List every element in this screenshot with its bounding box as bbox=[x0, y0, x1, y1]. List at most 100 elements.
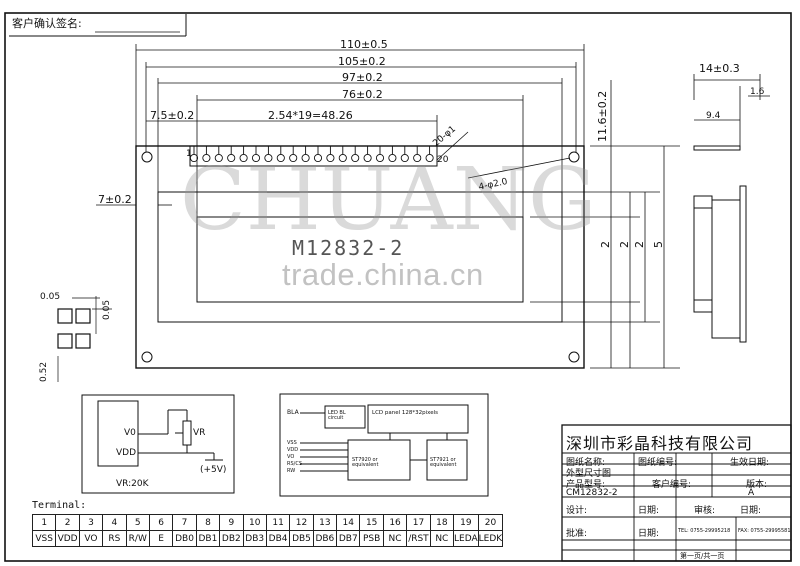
terminal-number-cell: 3 bbox=[78, 514, 104, 531]
terminal-name-cell: VO bbox=[78, 530, 104, 547]
terminal-number-cell: 20 bbox=[477, 514, 504, 531]
terminal-name-cell: R/W bbox=[125, 530, 150, 547]
circuit-vr: VR bbox=[193, 428, 206, 438]
customer-signature-label: 客户确认签名: bbox=[12, 17, 82, 30]
block-bla: BLA bbox=[287, 409, 299, 416]
dim-2b: 2 bbox=[618, 241, 631, 248]
terminal-name-cell: NC bbox=[429, 530, 455, 547]
fax: FAX: 0755-29995581 bbox=[738, 528, 791, 534]
approve-date-label: 日期: bbox=[638, 529, 660, 539]
company-name: 深圳市彩晶科技有限公司 bbox=[566, 434, 754, 453]
terminal-name-cell: /RST bbox=[406, 530, 431, 547]
terminal-name-cell: E bbox=[148, 530, 174, 547]
effective-date-label: 生效日期: bbox=[730, 458, 770, 468]
terminal-number-cell: 11 bbox=[265, 514, 291, 531]
terminal-name-cell: LEDK bbox=[477, 530, 504, 547]
pin-hole bbox=[189, 153, 199, 163]
circuit-vr-value: VR:20K bbox=[116, 479, 149, 489]
approve-label: 批准: bbox=[566, 529, 588, 539]
pin-row bbox=[189, 146, 434, 163]
pin-hole bbox=[239, 153, 248, 163]
pin-hole bbox=[276, 153, 285, 163]
pin-20-label: 20 bbox=[437, 155, 449, 165]
terminal-name-cell: DB3 bbox=[242, 530, 267, 547]
pixel-dim-0-05b: 0.05 bbox=[102, 299, 112, 320]
pin-hole bbox=[313, 153, 323, 163]
circuit-5v: (+5V) bbox=[200, 465, 227, 475]
lcd-display-text: M12832-2 bbox=[292, 236, 405, 260]
dim-97: 97±0.2 bbox=[342, 71, 383, 84]
page-info: 第一页/共一页 bbox=[680, 552, 725, 560]
pin-hole bbox=[338, 153, 347, 163]
terminal-number-cell: 6 bbox=[148, 514, 174, 531]
dim-76: 76±0.2 bbox=[342, 88, 383, 101]
vr-circuit bbox=[81, 394, 235, 494]
design-label: 设计: bbox=[566, 506, 588, 516]
dim-7-5: 7.5±0.2 bbox=[150, 109, 195, 122]
pin-hole bbox=[301, 153, 310, 163]
terminal-number-cell: 14 bbox=[336, 514, 361, 531]
pin-hole bbox=[363, 153, 372, 163]
tel: TEL: 0755-29995218 bbox=[678, 528, 731, 534]
terminal-name-cell: DB2 bbox=[219, 530, 244, 547]
dim-pitch: 2.54*19=48.26 bbox=[268, 109, 353, 122]
block-vdd: VDD bbox=[287, 447, 299, 453]
pin-hole bbox=[264, 153, 273, 163]
terminal-number-cell: 1 bbox=[31, 514, 57, 531]
side-view bbox=[693, 74, 770, 343]
dim-2a: 2 bbox=[599, 241, 612, 248]
terminal-number-cell: 12 bbox=[289, 514, 314, 531]
circuit-vdd: VDD bbox=[116, 448, 137, 458]
dim-7: 7±0.2 bbox=[98, 193, 132, 206]
terminal-number-cell: 18 bbox=[429, 514, 455, 531]
product-model-label: 产品型号: bbox=[566, 480, 606, 490]
pin-hole bbox=[326, 153, 335, 163]
drawing-name-label: 图纸名称: bbox=[566, 458, 606, 468]
terminal-title: Terminal: bbox=[32, 500, 87, 511]
dim-14: 14±0.3 bbox=[699, 62, 740, 75]
circuit-v0: V0 bbox=[124, 428, 136, 438]
terminal-name-cell: DB5 bbox=[289, 530, 314, 547]
pin-hole bbox=[289, 153, 298, 163]
block-diagram bbox=[279, 393, 489, 497]
terminal-name-cell: VDD bbox=[55, 530, 80, 547]
terminal-name-cell: DB4 bbox=[265, 530, 291, 547]
terminal-number-cell: 13 bbox=[312, 514, 338, 531]
dim-11-6: 11.6±0.2 bbox=[596, 90, 609, 142]
lcd-module-front-view bbox=[135, 145, 585, 369]
terminal-number-cell: 8 bbox=[195, 514, 221, 531]
terminal-number-cell: 19 bbox=[453, 514, 479, 531]
bg-watermark: CHUANG bbox=[180, 150, 597, 250]
pin-hole bbox=[351, 153, 360, 163]
pin-hole bbox=[388, 153, 397, 163]
terminal-name-cell: PSB bbox=[359, 530, 384, 547]
pin-hole bbox=[251, 153, 261, 163]
block-rw-e: RW bbox=[287, 468, 296, 474]
drawing-no-label: 图纸编号: bbox=[638, 458, 678, 468]
pin-hole bbox=[375, 153, 385, 163]
terminal-name-cell: DB0 bbox=[172, 530, 197, 547]
terminal-name-cell: DB1 bbox=[195, 530, 221, 547]
version-label: 版本: bbox=[746, 480, 768, 490]
terminal-number-cell: 5 bbox=[125, 514, 150, 531]
block-vss: VSS bbox=[287, 440, 297, 446]
terminal-number-cell: 4 bbox=[102, 514, 127, 531]
terminal-number-cell: 7 bbox=[172, 514, 197, 531]
product-model: CM12832-2 bbox=[566, 488, 618, 498]
terminal-name-cell: DB7 bbox=[336, 530, 361, 547]
pin-hole bbox=[227, 153, 236, 163]
block-bl-circuit: LED BL circuit bbox=[328, 410, 346, 421]
drawing-frame bbox=[4, 12, 792, 562]
dimension-lines bbox=[96, 44, 680, 369]
block-vo: VO bbox=[287, 454, 295, 460]
dim-2c: 2 bbox=[633, 241, 646, 248]
block-lcd-panel: LCD panel 128*32pixels bbox=[372, 410, 439, 416]
terminal-name-cell: RS bbox=[102, 530, 127, 547]
title-block bbox=[561, 424, 792, 562]
dim-5: 5 bbox=[652, 241, 665, 248]
pin-hole bbox=[214, 153, 223, 163]
design-date-label: 日期: bbox=[638, 506, 660, 516]
terminal-name-cell: VSS bbox=[31, 530, 57, 547]
